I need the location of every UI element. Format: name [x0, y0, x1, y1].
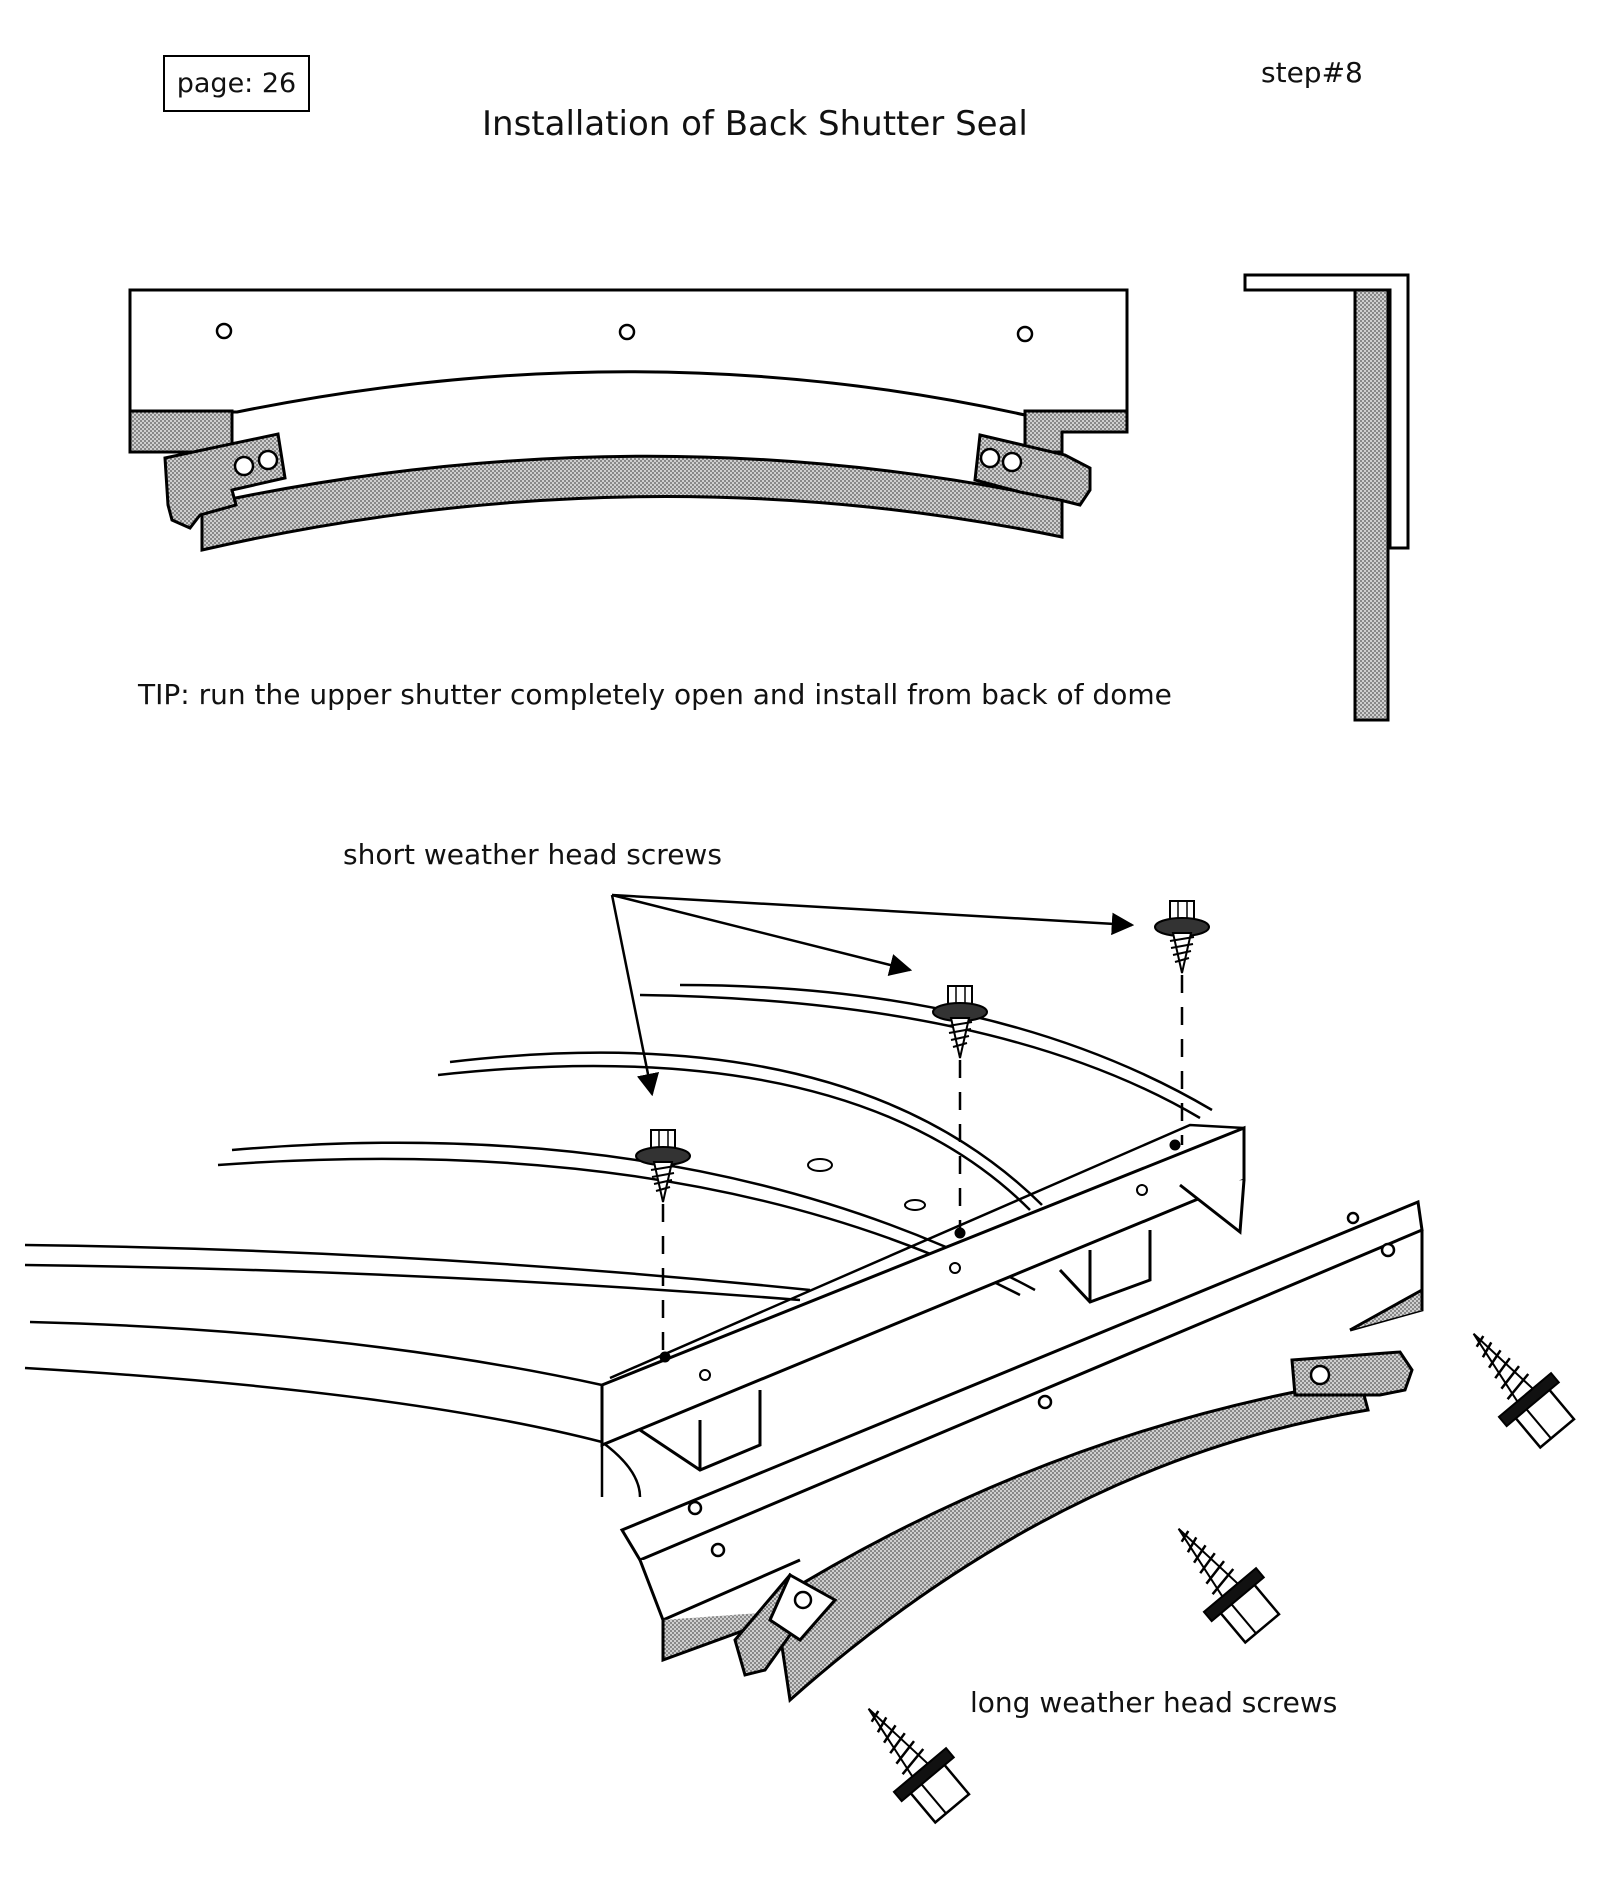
front-view-panel — [128, 288, 1129, 454]
long-screw-2 — [1151, 1505, 1290, 1652]
iso-clip-right — [1290, 1350, 1414, 1397]
page-title: Installation of Back Shutter Seal — [482, 104, 1028, 144]
clip-right — [973, 433, 1092, 507]
screw-guide-lines — [661, 975, 1184, 1360]
arrows-short-screws — [610, 893, 1135, 1097]
step-label: step#8 — [1261, 56, 1363, 89]
long-screw-1 — [1446, 1310, 1585, 1457]
short-screw-1 — [635, 1129, 691, 1203]
long-screw-3 — [841, 1685, 980, 1832]
tip-text: TIP: run the upper shutter completely op… — [138, 678, 1172, 711]
seal-strip-iso — [773, 1378, 1370, 1703]
short-screw-2 — [932, 985, 988, 1059]
side-view-profile — [1243, 273, 1410, 722]
side-rail — [600, 1125, 1246, 1472]
page-number-box: page: 26 — [163, 55, 310, 112]
short-screws-label: short weather head screws — [343, 838, 722, 871]
seal-strip-front — [200, 454, 1064, 552]
clip-left — [163, 432, 287, 530]
angle-bracket — [619, 1199, 1424, 1663]
long-screws-label: long weather head screws — [970, 1686, 1338, 1719]
iso-clip-left — [733, 1572, 838, 1677]
short-screw-3 — [1154, 900, 1210, 974]
